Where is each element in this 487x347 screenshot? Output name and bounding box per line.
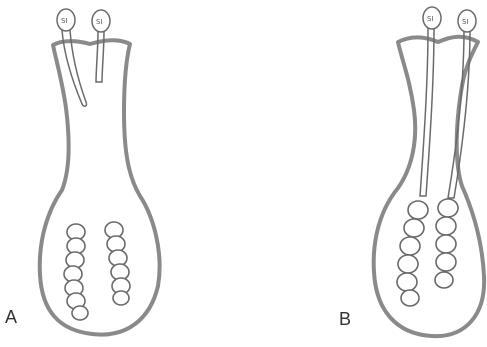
ovule (397, 273, 417, 291)
stigma-a-left-glyph: SI (61, 17, 68, 25)
ovule-row-b-right (435, 199, 458, 288)
pistil-a-outline (40, 40, 160, 334)
panel-label-a: A (5, 307, 17, 327)
ovule (408, 201, 428, 219)
stigma-b-left-glyph: SI (427, 15, 434, 23)
ovule (72, 306, 88, 320)
ovule (113, 291, 129, 305)
ovule-row-a-left (64, 224, 88, 320)
ovule (435, 272, 453, 288)
panel-label-b: B (339, 309, 351, 329)
ovule (398, 255, 418, 273)
ovule-row-b-left (397, 201, 428, 306)
ovule (436, 235, 456, 253)
ovule-row-a-right (105, 222, 130, 305)
ovule (401, 290, 419, 306)
stigma-a-right-branch (96, 30, 104, 82)
ovule (404, 219, 424, 237)
ovule (436, 253, 456, 271)
style-b-left (420, 28, 434, 196)
ovule (400, 237, 420, 255)
ovule (436, 217, 456, 235)
panel-a: SI SI A (5, 9, 160, 335)
panel-b: SI SI B (339, 7, 484, 336)
ovule (438, 199, 458, 217)
stigma-b-right-glyph: SI (462, 18, 469, 26)
stigma-a-right-glyph: SI (96, 18, 103, 26)
